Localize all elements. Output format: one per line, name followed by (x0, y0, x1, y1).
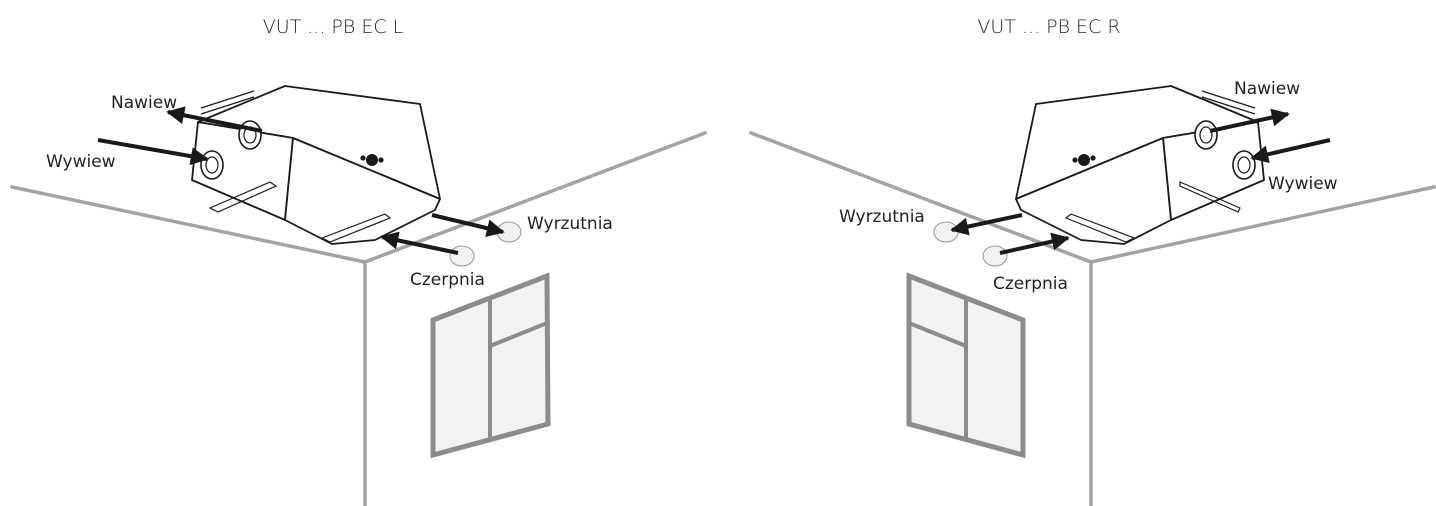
fan-logo-left (360, 154, 384, 166)
intake-label-left: Czerpnia (410, 270, 485, 290)
ventilation-unit-left (191, 85, 441, 245)
extract-label-right: Wywiew (1268, 174, 1338, 194)
supply-label-left: Nawiew (111, 93, 177, 113)
window-right (906, 272, 1026, 459)
intake-label-right: Czerpnia (993, 274, 1068, 294)
extract-duct-left (200, 150, 224, 180)
diagram-right-title: VUT ... PB EC R (977, 16, 1120, 38)
extract-arrow-right (1250, 138, 1331, 164)
intake-arrow-right (999, 232, 1070, 255)
exhaust-arrow-left (431, 213, 505, 237)
exhaust-label-right: Wyrzutnia (839, 207, 925, 227)
intake-arrow-left (380, 231, 459, 255)
diagram-left: VUT ... PB EC L (9, 16, 708, 506)
room-corner-right (748, 130, 1436, 506)
extract-label-left: Wywiew (46, 152, 116, 172)
room-corner-left (9, 130, 708, 506)
fan-logo-right (1072, 154, 1096, 166)
extract-arrow-left (97, 138, 209, 166)
intake-grille-right (982, 245, 1008, 267)
supply-duct-right (1194, 120, 1218, 150)
exhaust-label-left: Wyrzutnia (527, 214, 613, 234)
supply-label-right: Nawiew (1234, 79, 1300, 99)
exhaust-arrow-right (950, 213, 1023, 236)
extract-duct-right (1232, 150, 1256, 180)
supply-arrow-right (1209, 108, 1290, 133)
diagram-right: VUT ... PB EC R (748, 16, 1436, 506)
diagram-left-title: VUT ... PB EC L (263, 16, 404, 38)
ventilation-unit-right (1015, 85, 1265, 245)
supply-arrow-left (166, 106, 263, 133)
window-left (430, 272, 551, 459)
exhaust-grille-right (933, 221, 959, 243)
intake-grille-left (449, 245, 475, 267)
